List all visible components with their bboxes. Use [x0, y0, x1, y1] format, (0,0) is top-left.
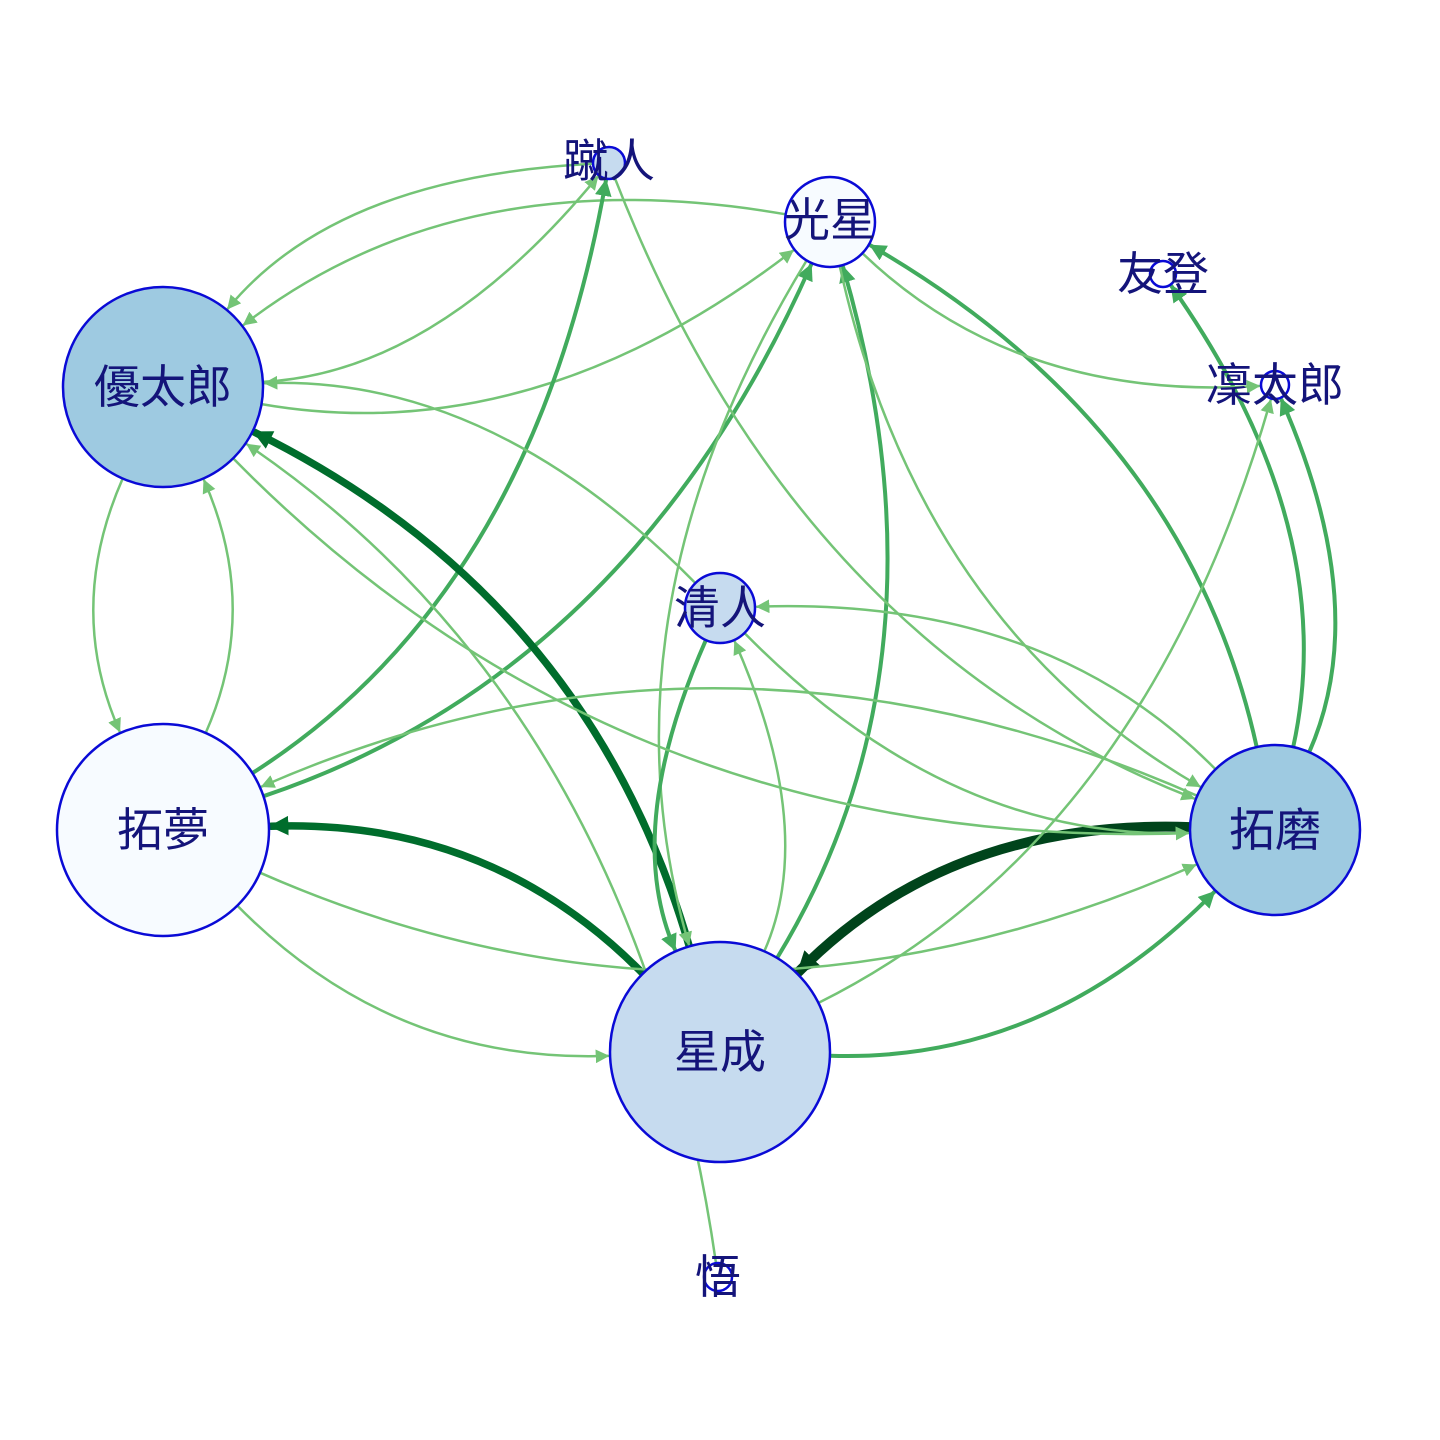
node-seina[interactable]: 星成	[608, 940, 832, 1164]
node-label-kousei: 光星	[784, 193, 876, 247]
node-takumu[interactable]: 拓夢	[55, 722, 271, 938]
edge-seina-to-rintaro	[817, 399, 1274, 1005]
node-circle-seina[interactable]	[608, 940, 832, 1164]
edge-takuma-to-takumu	[260, 687, 1199, 798]
edge-seina-to-takuma	[827, 890, 1217, 1059]
node-takuma[interactable]: 拓磨	[1188, 743, 1362, 917]
node-kousei[interactable]: 光星	[783, 175, 877, 269]
edge-shuto-to-takuma	[613, 176, 1196, 801]
node-circle-yuto[interactable]	[1148, 259, 1178, 289]
edge-kiyoto-to-takuma	[743, 631, 1190, 841]
edge-yutaro-to-takuma	[231, 457, 1190, 841]
node-shuto[interactable]: 蹴人	[563, 134, 655, 188]
node-circle-satoru[interactable]	[702, 1261, 734, 1293]
edge-kousei-to-rintaro	[861, 251, 1261, 394]
node-circle-kousei[interactable]	[783, 175, 877, 269]
edge-takumu-to-shuto	[250, 178, 612, 776]
node-satoru[interactable]: 悟	[695, 1250, 741, 1304]
edge-takuma-to-kousei	[868, 243, 1259, 749]
node-label-takuma: 拓磨	[1229, 803, 1321, 857]
node-circle-yutaro[interactable]	[61, 285, 265, 489]
edge-satoru-to-yutaro	[246, 443, 718, 1265]
node-circle-rintaro[interactable]	[1259, 369, 1291, 401]
node-yuto[interactable]: 友登	[1117, 247, 1209, 301]
node-circle-kiyoto[interactable]	[683, 571, 757, 645]
edge-yutaro-to-kousei	[260, 249, 795, 415]
edge-yutaro-to-takumu	[92, 477, 124, 733]
edge-takuma-to-rintaro	[1279, 397, 1338, 755]
node-rintaro[interactable]: 凜太郎	[1206, 358, 1344, 412]
edge-takuma-to-kiyoto	[755, 599, 1217, 771]
edge-seina-to-yutaro	[250, 428, 694, 951]
edge-yutaro-to-shuto	[261, 175, 599, 384]
node-circle-shuto[interactable]	[591, 145, 627, 181]
edge-takumu-to-kousei	[261, 263, 813, 799]
node-label-satoru: 悟	[695, 1250, 741, 1304]
node-label-kiyoto: 清人	[674, 581, 766, 635]
edge-kousei-to-seina	[657, 259, 808, 946]
node-label-seina: 星成	[674, 1025, 766, 1079]
edge-takumu-to-yutaro	[202, 479, 234, 735]
node-label-takumu: 拓夢	[117, 803, 209, 857]
edge-seina-to-kousei	[775, 265, 890, 960]
edge-takuma-to-yuto	[1169, 284, 1306, 749]
node-circle-takumu[interactable]	[55, 722, 271, 938]
node-circle-takuma[interactable]	[1188, 743, 1362, 917]
node-label-shuto: 蹴人	[563, 134, 655, 188]
edge-kousei-to-yutaro	[242, 198, 787, 326]
node-yutaro[interactable]: 優太郎	[61, 285, 265, 489]
node-kiyoto[interactable]: 清人	[674, 571, 766, 645]
node-label-yuto: 友登	[1117, 247, 1209, 301]
edge-shuto-to-yutaro	[226, 162, 595, 310]
edge-takuma-to-seina	[793, 821, 1195, 977]
edge-takumu-to-seina	[236, 904, 610, 1064]
edge-seina-to-takumu	[267, 815, 647, 978]
edge-kousei-to-takuma	[838, 264, 1201, 788]
node-label-rintaro: 凜太郎	[1206, 358, 1344, 412]
node-label-yutaro: 優太郎	[94, 360, 232, 414]
edge-kiyoto-to-yutaro	[263, 375, 697, 585]
